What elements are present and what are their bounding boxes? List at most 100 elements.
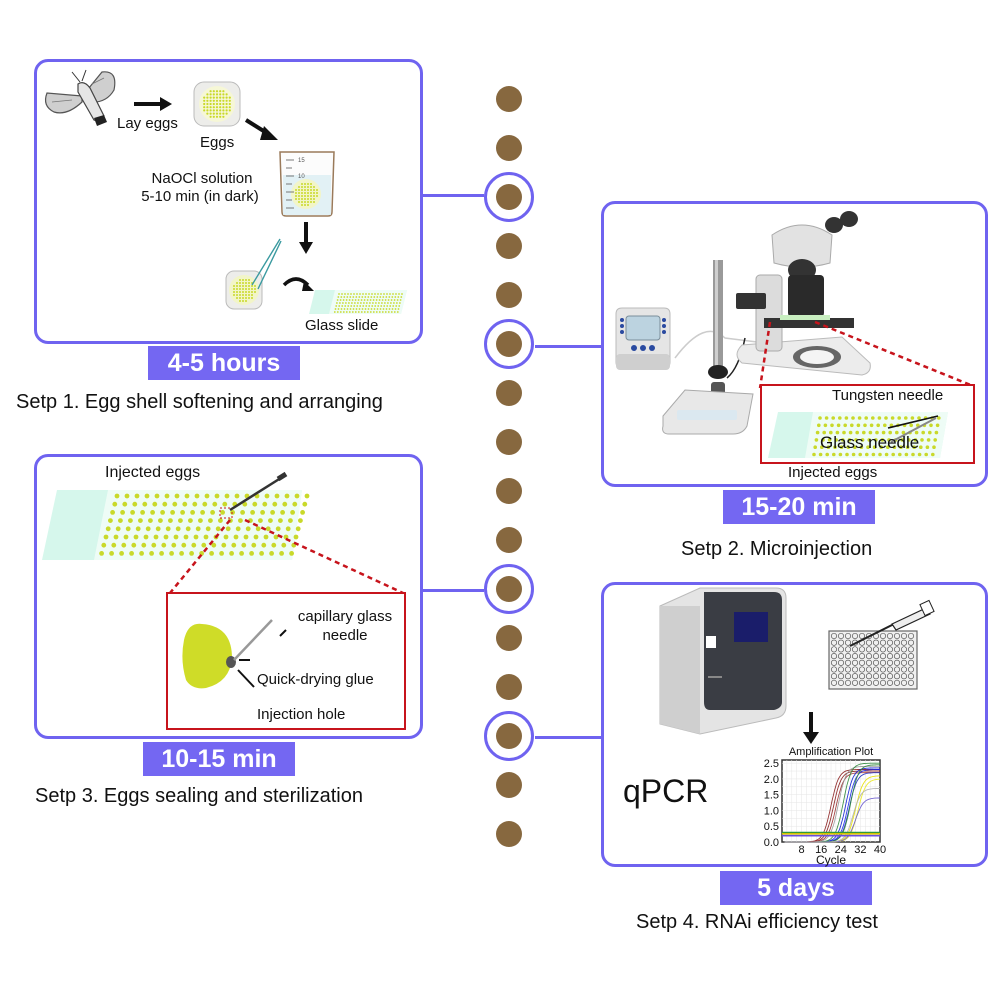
egg-dot xyxy=(347,305,350,307)
egg-dot xyxy=(209,106,212,109)
egg-dot xyxy=(236,291,238,293)
egg-dot xyxy=(364,308,367,310)
egg-dot xyxy=(892,445,897,449)
egg-dot xyxy=(215,99,219,102)
egg-dot xyxy=(209,96,212,99)
egg-dot xyxy=(824,416,829,420)
timeline-dot xyxy=(496,135,522,161)
egg-dot xyxy=(350,305,353,307)
egg-dot xyxy=(242,285,244,287)
egg-dot xyxy=(834,438,838,442)
egg-dot xyxy=(375,299,378,301)
step3-caption: Setp 3. Eggs sealing and sterilization xyxy=(35,785,363,807)
egg-dot xyxy=(897,416,901,420)
plate-well xyxy=(886,679,894,686)
egg-dot xyxy=(392,305,395,307)
egg-dot xyxy=(363,311,366,313)
egg-dot xyxy=(212,109,215,112)
egg-dot xyxy=(212,90,215,93)
plate-well xyxy=(900,659,908,666)
egg-dot xyxy=(359,305,362,307)
injection-hole-label: Injection hole xyxy=(257,706,346,723)
egg-dot xyxy=(221,542,227,548)
egg-dot xyxy=(215,96,219,99)
egg-dot xyxy=(301,186,303,188)
egg-dot xyxy=(349,308,352,310)
egg-dot xyxy=(347,293,349,295)
egg-dot xyxy=(340,296,343,298)
egg-dot xyxy=(300,510,305,515)
egg-dot xyxy=(212,102,215,106)
egg-dot xyxy=(251,542,257,548)
egg-dot xyxy=(224,493,230,499)
egg-dot xyxy=(366,299,369,301)
plate-well xyxy=(865,673,873,680)
egg-dot xyxy=(212,501,218,507)
egg-dot xyxy=(148,518,153,523)
plate-well xyxy=(893,646,901,653)
egg-dot xyxy=(251,294,253,296)
egg-dot xyxy=(854,438,858,442)
egg-dot xyxy=(833,445,837,449)
egg-dot xyxy=(313,189,315,191)
egg-dot xyxy=(310,183,312,185)
egg-dot xyxy=(831,416,835,420)
egg-dot xyxy=(251,285,253,287)
egg-dot xyxy=(338,293,340,295)
egg-dot xyxy=(910,416,915,420)
egg-dot xyxy=(304,493,310,499)
egg-dot xyxy=(842,430,846,435)
microinjector-pump-icon xyxy=(615,307,671,370)
egg-dot xyxy=(202,501,208,507)
timeline-dot xyxy=(496,282,522,308)
egg-dot xyxy=(340,308,343,310)
x-tick-label: 16 xyxy=(815,844,827,856)
egg-dot xyxy=(245,300,247,302)
egg-dot xyxy=(341,293,343,295)
egg-dot xyxy=(236,285,238,287)
egg-dot xyxy=(208,518,213,523)
egg-dot xyxy=(383,305,386,307)
egg-dot xyxy=(345,299,348,301)
egg-dot xyxy=(298,186,300,188)
egg-dot xyxy=(248,291,250,293)
egg-dot xyxy=(337,308,340,310)
egg-dot xyxy=(236,288,238,290)
egg-dot xyxy=(818,452,823,457)
plate-well xyxy=(886,639,894,646)
egg-dot xyxy=(101,542,107,548)
timeline-dot xyxy=(496,429,522,455)
egg-dot xyxy=(209,99,212,102)
egg-dot xyxy=(258,518,263,523)
egg-dot xyxy=(339,302,341,304)
egg-dot xyxy=(242,501,248,507)
egg-dot xyxy=(346,308,349,310)
plate-well xyxy=(844,673,852,680)
glass-slide-icon xyxy=(768,412,948,458)
connector-step2 xyxy=(535,345,603,348)
egg-dot xyxy=(219,99,222,102)
egg-dish-icon xyxy=(193,81,241,127)
egg-dot xyxy=(862,430,866,435)
egg-dot xyxy=(260,510,265,515)
egg-dot xyxy=(339,299,342,301)
plate-well xyxy=(851,653,859,660)
egg-dot xyxy=(278,518,283,523)
timeline-dot xyxy=(496,527,522,553)
y-tick-label: 2.0 xyxy=(764,774,779,786)
egg-dot xyxy=(179,551,185,556)
x-axis-label: Cycle xyxy=(816,853,846,867)
egg-dot xyxy=(913,438,918,442)
egg-dot xyxy=(268,518,273,523)
egg-dot xyxy=(372,302,374,304)
egg-dot xyxy=(304,204,306,206)
egg-dot xyxy=(375,302,377,304)
egg-dot xyxy=(835,430,840,435)
egg-dot xyxy=(301,183,303,185)
egg-dot xyxy=(397,308,400,310)
plate-well xyxy=(851,659,859,666)
egg-dot xyxy=(307,189,309,191)
egg-dot xyxy=(259,551,264,556)
egg-dot xyxy=(219,90,222,93)
egg-dot xyxy=(118,518,123,523)
